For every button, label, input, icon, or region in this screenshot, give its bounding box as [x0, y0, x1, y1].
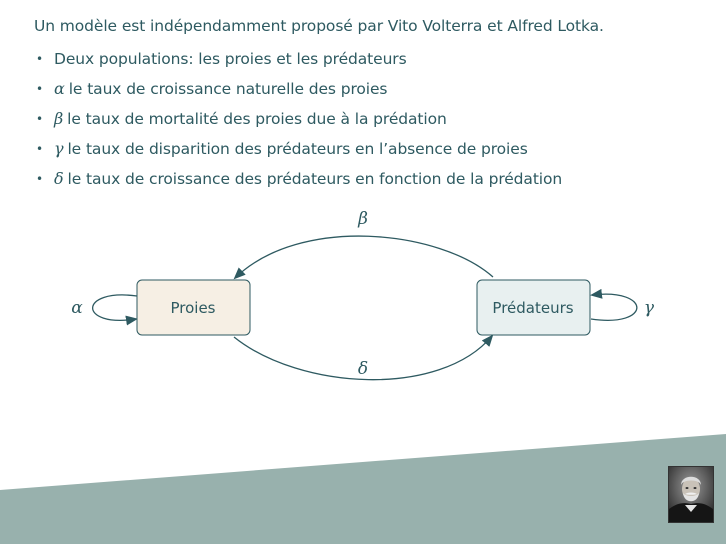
- portrait-photo: [668, 466, 714, 523]
- footer-band: [0, 434, 726, 544]
- gamma-loop-arrow: [591, 294, 637, 320]
- gamma-label: γ: [644, 298, 655, 318]
- predator-label: Prédateurs: [492, 299, 573, 317]
- beta-label: β: [357, 209, 368, 229]
- alpha-label: α: [71, 298, 83, 318]
- beta-arrow: [235, 236, 493, 278]
- prey-label: Proies: [170, 299, 215, 317]
- portrait-icon: [669, 467, 713, 522]
- alpha-loop-arrow: [93, 295, 137, 320]
- delta-label: δ: [358, 359, 368, 379]
